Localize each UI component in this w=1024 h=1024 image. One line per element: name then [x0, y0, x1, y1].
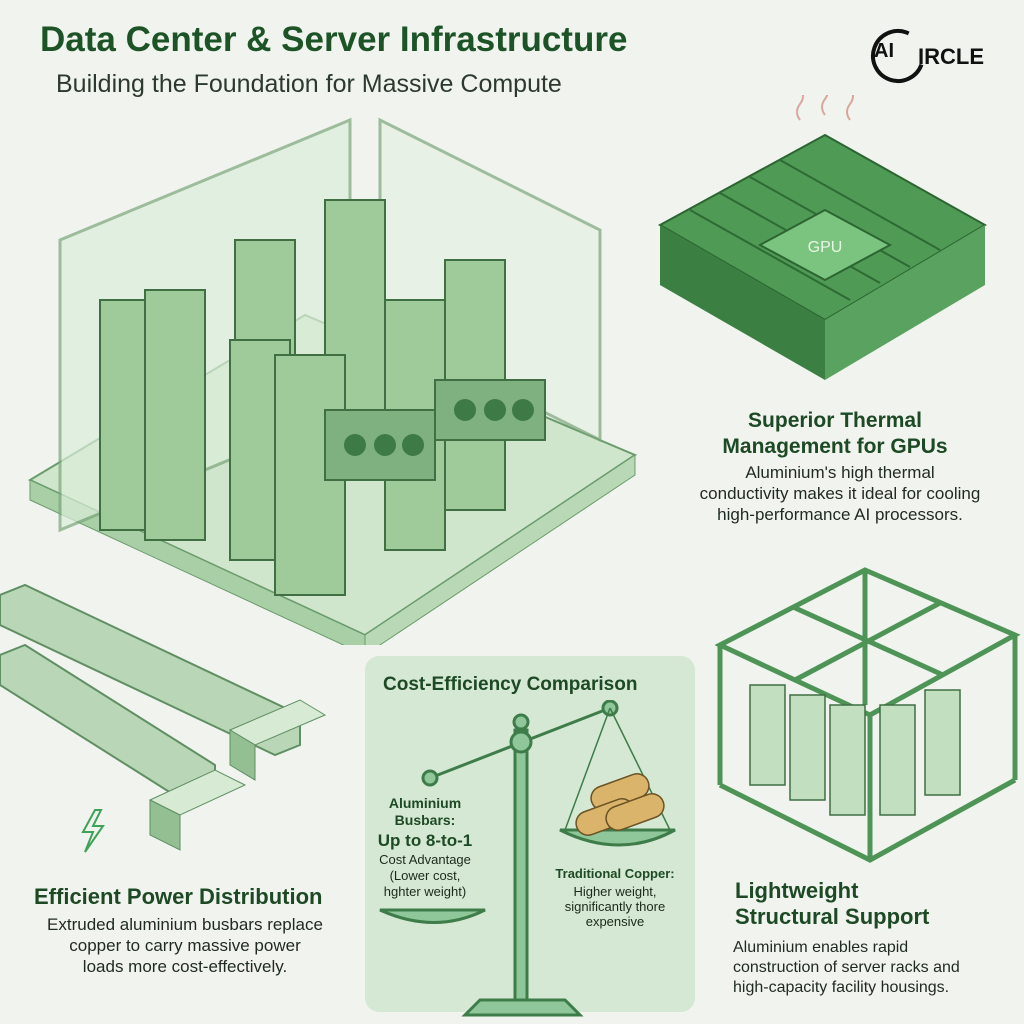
cost-panel-title: Cost-Efficiency Comparison: [383, 674, 638, 695]
copper-detail-line: Higher weight,: [573, 884, 657, 899]
heat-waves-icon: [796, 95, 854, 121]
structure-desc-line: high-capacity facility housings.: [733, 979, 950, 996]
gpu-chip: [757, 208, 893, 282]
gpu-chip-label: GPU: [808, 239, 843, 256]
copper-label: Traditional Copper:: [555, 866, 675, 881]
aluminium-label-line2: Busbars:: [394, 812, 456, 828]
aluminium-label: Aluminium Busbars:: [375, 795, 475, 829]
aluminium-highlight: Up to 8-to-1: [377, 831, 473, 850]
gpu-desc-line: conductivity makes it ideal for cooling: [699, 484, 981, 503]
logo-circle-icon: [871, 29, 925, 83]
logo-text: IRCLE: [918, 44, 984, 69]
page-subtitle: Building the Foundation for Massive Comp…: [56, 70, 562, 98]
aluminium-detail-line: Cost Advantage: [379, 852, 471, 867]
busbars-illustration: [0, 583, 327, 853]
server-room-illustration: [27, 117, 638, 645]
structure-desc-line: Aluminium enables rapid: [733, 939, 909, 956]
power-desc-line: copper to carry massive power: [69, 936, 301, 955]
structure-section-title: Lightweight Structural Support: [735, 878, 929, 930]
structure-desc-line: construction of server racks and: [733, 959, 960, 976]
balance-scale-illustration: [379, 700, 676, 1017]
aluminium-label-line1: Aluminium: [388, 795, 462, 811]
gpu-title-line1: Superior Thermal: [748, 409, 922, 432]
structure-title-line1: Lightweight: [735, 878, 859, 903]
aluminium-detail-line: (Lower cost,: [389, 868, 461, 883]
structural-frame-illustration: [715, 567, 1021, 863]
power-section-title: Efficient Power Distribution: [34, 884, 323, 909]
gpu-section-title: Superior Thermal Management for GPUs: [700, 408, 970, 460]
gpu-heatsink-illustration: GPU: [657, 95, 987, 380]
aluminium-detail: Cost Advantage (Lower cost, hghter weigh…: [372, 852, 478, 900]
power-description: Extruded aluminium busbars replace coppe…: [20, 914, 350, 977]
gpu-desc-line: high-performance AI processors.: [717, 505, 963, 524]
structure-description: Aluminium enables rapid construction of …: [733, 938, 1023, 998]
page-title: Data Center & Server Infrastructure: [40, 20, 628, 59]
copper-detail-line: significantly thore: [564, 899, 666, 914]
gpu-description: Aluminium's high thermal conductivity ma…: [680, 462, 1000, 525]
structure-title-line2: Structural Support: [735, 904, 930, 929]
copper-detail: Higher weight, significantly thore expen…: [545, 884, 685, 929]
power-desc-line: Extruded aluminium busbars replace: [47, 915, 323, 934]
gpu-desc-line: Aluminium's high thermal: [745, 463, 935, 482]
power-desc-line: loads more cost-effectively.: [82, 957, 288, 976]
aluminium-detail-line: hghter weight): [383, 884, 467, 899]
copper-logs-icon: [575, 773, 665, 836]
copper-detail-line: expensive: [585, 914, 645, 929]
lightning-icon: [81, 809, 105, 853]
gpu-title-line2: Management for GPUs: [722, 435, 948, 458]
logo: [860, 28, 1020, 84]
logo-ai: AI: [874, 40, 894, 62]
